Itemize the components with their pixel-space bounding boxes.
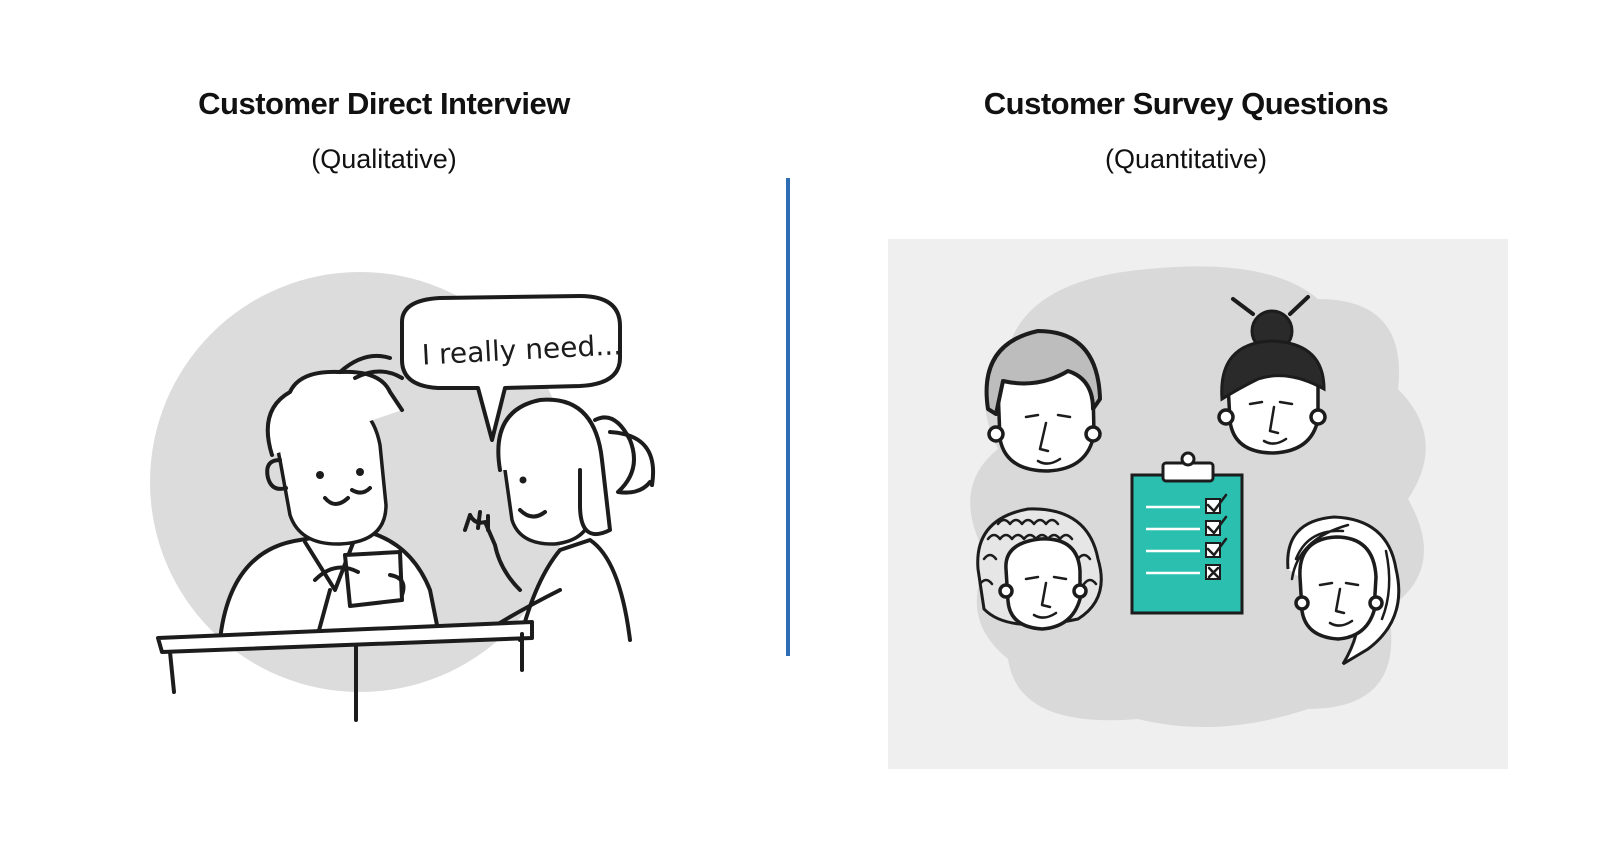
- interview-subtitle: (Qualitative): [311, 144, 457, 174]
- interview-title: Customer Direct Interview: [198, 86, 570, 121]
- table: [156, 620, 534, 722]
- clipboard-checklist: [1130, 451, 1244, 615]
- survey-subtitle: (Quantitative): [1104, 144, 1268, 174]
- speech-bubble: I really need...: [400, 294, 623, 442]
- survey-person-1: [984, 329, 1102, 473]
- column-divider: [786, 178, 790, 656]
- survey-person-4: [1286, 515, 1401, 666]
- interview-illustration: I really need...: [140, 260, 700, 760]
- survey-person-2: [1217, 295, 1327, 455]
- customer-figure: [463, 397, 656, 642]
- survey-title: Customer Survey Questions: [983, 86, 1389, 121]
- survey-illustration: [888, 239, 1508, 769]
- survey-person-3: [976, 507, 1103, 631]
